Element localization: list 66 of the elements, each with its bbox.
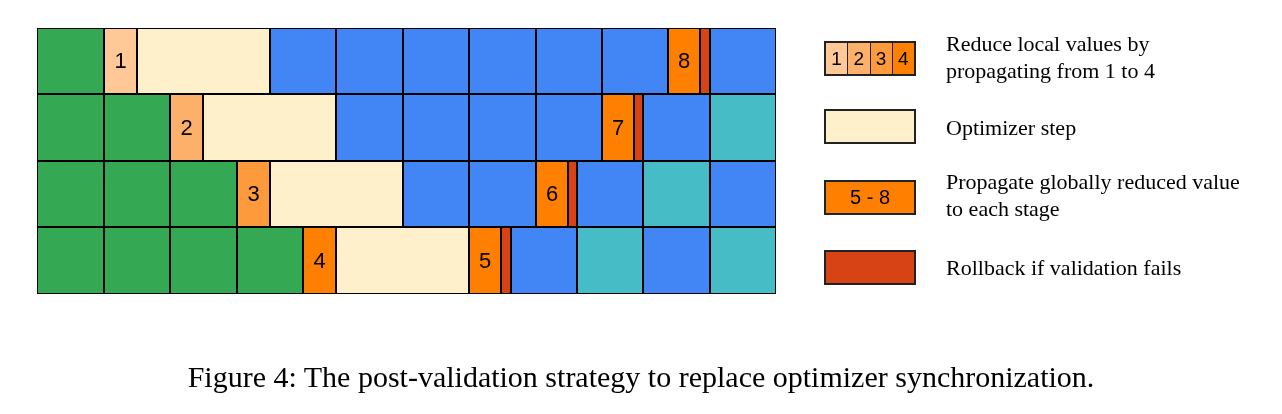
propagate-block — [668, 28, 700, 94]
compute-block — [577, 227, 643, 294]
step-number: 2 — [180, 114, 193, 141]
compute-block — [643, 94, 710, 161]
compute-block — [37, 227, 104, 294]
compute-block — [270, 28, 336, 94]
compute-block — [403, 161, 469, 227]
rollback-block — [501, 227, 511, 294]
legend-text: Reduce local values by propagating from 1 to 4 — [946, 30, 1156, 84]
compute-block — [469, 161, 536, 227]
optimizer-step-block — [203, 94, 336, 161]
reduce-block — [237, 161, 270, 227]
swatch-segment: 3 — [870, 43, 893, 74]
compute-block — [336, 94, 403, 161]
propagate-block — [602, 94, 634, 161]
swatch-segment: 4 — [892, 43, 914, 74]
compute-block — [104, 161, 170, 227]
step-number: 5 — [478, 247, 492, 274]
step-number: 6 — [545, 181, 559, 207]
compute-block — [403, 94, 469, 161]
step-number: 3 — [247, 181, 260, 207]
step-number: 7 — [611, 114, 625, 141]
reduce-block — [303, 227, 336, 294]
compute-block — [336, 28, 403, 94]
swatch-label: 5 - 8 — [850, 186, 890, 209]
compute-block — [237, 227, 303, 294]
compute-block — [643, 161, 710, 227]
compute-block — [170, 161, 237, 227]
compute-block — [37, 161, 104, 227]
compute-block — [104, 94, 170, 161]
compute-block — [37, 94, 104, 161]
compute-block — [710, 161, 776, 227]
step-number: 4 — [313, 247, 326, 274]
reduce-block — [104, 28, 137, 94]
figure-caption: Figure 4: The post-validation strategy to replace optimizer synchronization. — [186, 360, 1096, 394]
legend-text: Propagate globally reduced value to each stage — [946, 168, 1241, 222]
reduce-block — [170, 94, 203, 161]
step-number: 1 — [114, 48, 127, 74]
compute-block — [104, 227, 170, 294]
rollback-block — [634, 94, 643, 161]
compute-block — [511, 227, 577, 294]
optimizer-step-block — [137, 28, 270, 94]
compute-block — [37, 28, 104, 94]
propagate-block — [469, 227, 501, 294]
optimizer-step-block — [336, 227, 469, 294]
compute-block — [602, 28, 668, 94]
swatch-segment: 1 — [826, 43, 849, 74]
compute-block — [536, 28, 602, 94]
swatch-segment: 2 — [848, 43, 871, 74]
compute-block — [403, 28, 469, 94]
compute-block — [469, 28, 536, 94]
rollback-block — [700, 28, 710, 94]
compute-block — [170, 227, 237, 294]
rollback-block — [568, 161, 577, 227]
compute-block — [710, 28, 776, 94]
legend-text: Optimizer step — [946, 114, 1078, 141]
compute-block — [710, 94, 776, 161]
compute-block — [577, 161, 643, 227]
step-number: 8 — [677, 48, 691, 74]
optimizer-step-block — [270, 161, 403, 227]
propagate-block — [536, 161, 568, 227]
legend-text: Rollback if validation fails — [946, 254, 1183, 281]
compute-block — [469, 94, 536, 161]
compute-block — [643, 227, 710, 294]
compute-block — [536, 94, 602, 161]
compute-block — [710, 227, 776, 294]
